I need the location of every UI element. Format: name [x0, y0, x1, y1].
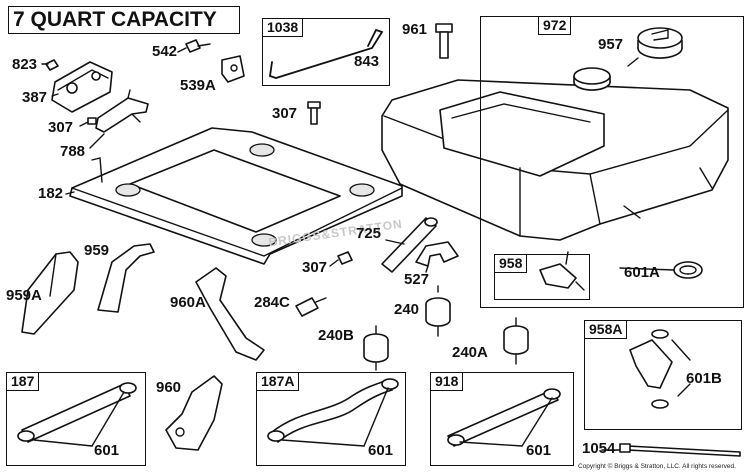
hose-918-drawing: [447, 388, 561, 447]
box-1038: [262, 18, 390, 86]
box-187a: [256, 372, 406, 466]
part-label-539a: 539A: [180, 77, 216, 94]
tube-725-drawing: [381, 217, 438, 273]
screw-542-drawing: [185, 39, 211, 53]
part-label-240b: 240B: [318, 327, 354, 344]
part-label-387: 387: [22, 89, 48, 106]
part-label-527: 527: [404, 271, 430, 288]
pump-bracket-drawing: [95, 89, 149, 133]
fuel-cap-drawing: [637, 27, 683, 59]
screw-307-drawing: [87, 101, 353, 265]
filter-240b-drawing: [363, 325, 389, 371]
fuel-pump-drawing: [45, 59, 113, 113]
tank-base-drawing: [69, 127, 403, 265]
part-label-725: 725: [356, 225, 382, 242]
part-label-960a: 960A: [170, 294, 206, 311]
bracket-960a-drawing: [195, 267, 265, 361]
bracket-959-drawing: [21, 243, 155, 335]
part-label-961: 961: [402, 21, 428, 38]
part-label-823: 823: [12, 56, 38, 73]
clamp-527-drawing: [415, 241, 459, 267]
filter-240-drawing: [425, 285, 451, 337]
box-958: [494, 254, 590, 300]
part-label-601-hose-187: 601: [94, 442, 120, 459]
part-label-788: 788: [60, 143, 86, 160]
box-label-1038: 1038: [262, 18, 304, 37]
screw-961-drawing: [435, 23, 453, 59]
part-label-957: 957: [598, 36, 624, 53]
hose-187a-drawing: [267, 378, 399, 443]
part-label-240a: 240A: [452, 344, 488, 361]
part-label-959: 959: [84, 242, 110, 259]
part-label-1054: 1054: [582, 440, 616, 457]
part-label-601a: 601A: [624, 264, 660, 281]
cable-tie-drawing: [619, 443, 741, 457]
box-918: [430, 372, 574, 466]
part-label-307-base: 307: [302, 259, 328, 276]
box-label-972: 972: [538, 16, 572, 35]
leader-lines: [33, 47, 691, 451]
box-label-958: 958: [494, 254, 528, 273]
box-958a: [584, 320, 742, 430]
box-label-187a: 187A: [256, 372, 300, 391]
box-972: [480, 16, 744, 308]
part-label-182: 182: [38, 185, 64, 202]
part-label-960: 960: [156, 379, 182, 396]
part-label-240: 240: [394, 301, 420, 318]
part-label-959a: 959A: [6, 287, 42, 304]
rod-843-drawing: [269, 28, 384, 79]
valve-958a-drawing: [629, 329, 673, 409]
box-label-958a: 958A: [584, 320, 628, 339]
fuel-tank-drawing: [381, 67, 729, 241]
capacity-title: 7 QUART CAPACITY: [8, 6, 240, 34]
valve-958-drawing: [539, 251, 585, 291]
part-label-307-tank: 307: [272, 105, 298, 122]
part-label-843: 843: [354, 53, 380, 70]
box-label-918: 918: [430, 372, 464, 391]
part-label-601b: 601B: [686, 370, 722, 387]
copyright-notice: Copyright © Briggs & Stratton, LLC. All …: [578, 463, 736, 470]
filter-240a-drawing: [503, 317, 529, 365]
part-label-284c: 284C: [254, 294, 290, 311]
part-label-601-hose-187a: 601: [368, 442, 394, 459]
bracket-960-drawing: [165, 375, 223, 451]
hose-187-drawing: [17, 382, 137, 443]
box-187: [6, 372, 146, 466]
clip-539a-drawing: [221, 55, 245, 83]
screw-284c-drawing: [295, 297, 327, 317]
part-label-542: 542: [152, 43, 178, 60]
part-label-307-pump: 307: [48, 119, 74, 136]
box-label-187: 187: [6, 372, 40, 391]
part-label-601-hose-918: 601: [526, 442, 552, 459]
